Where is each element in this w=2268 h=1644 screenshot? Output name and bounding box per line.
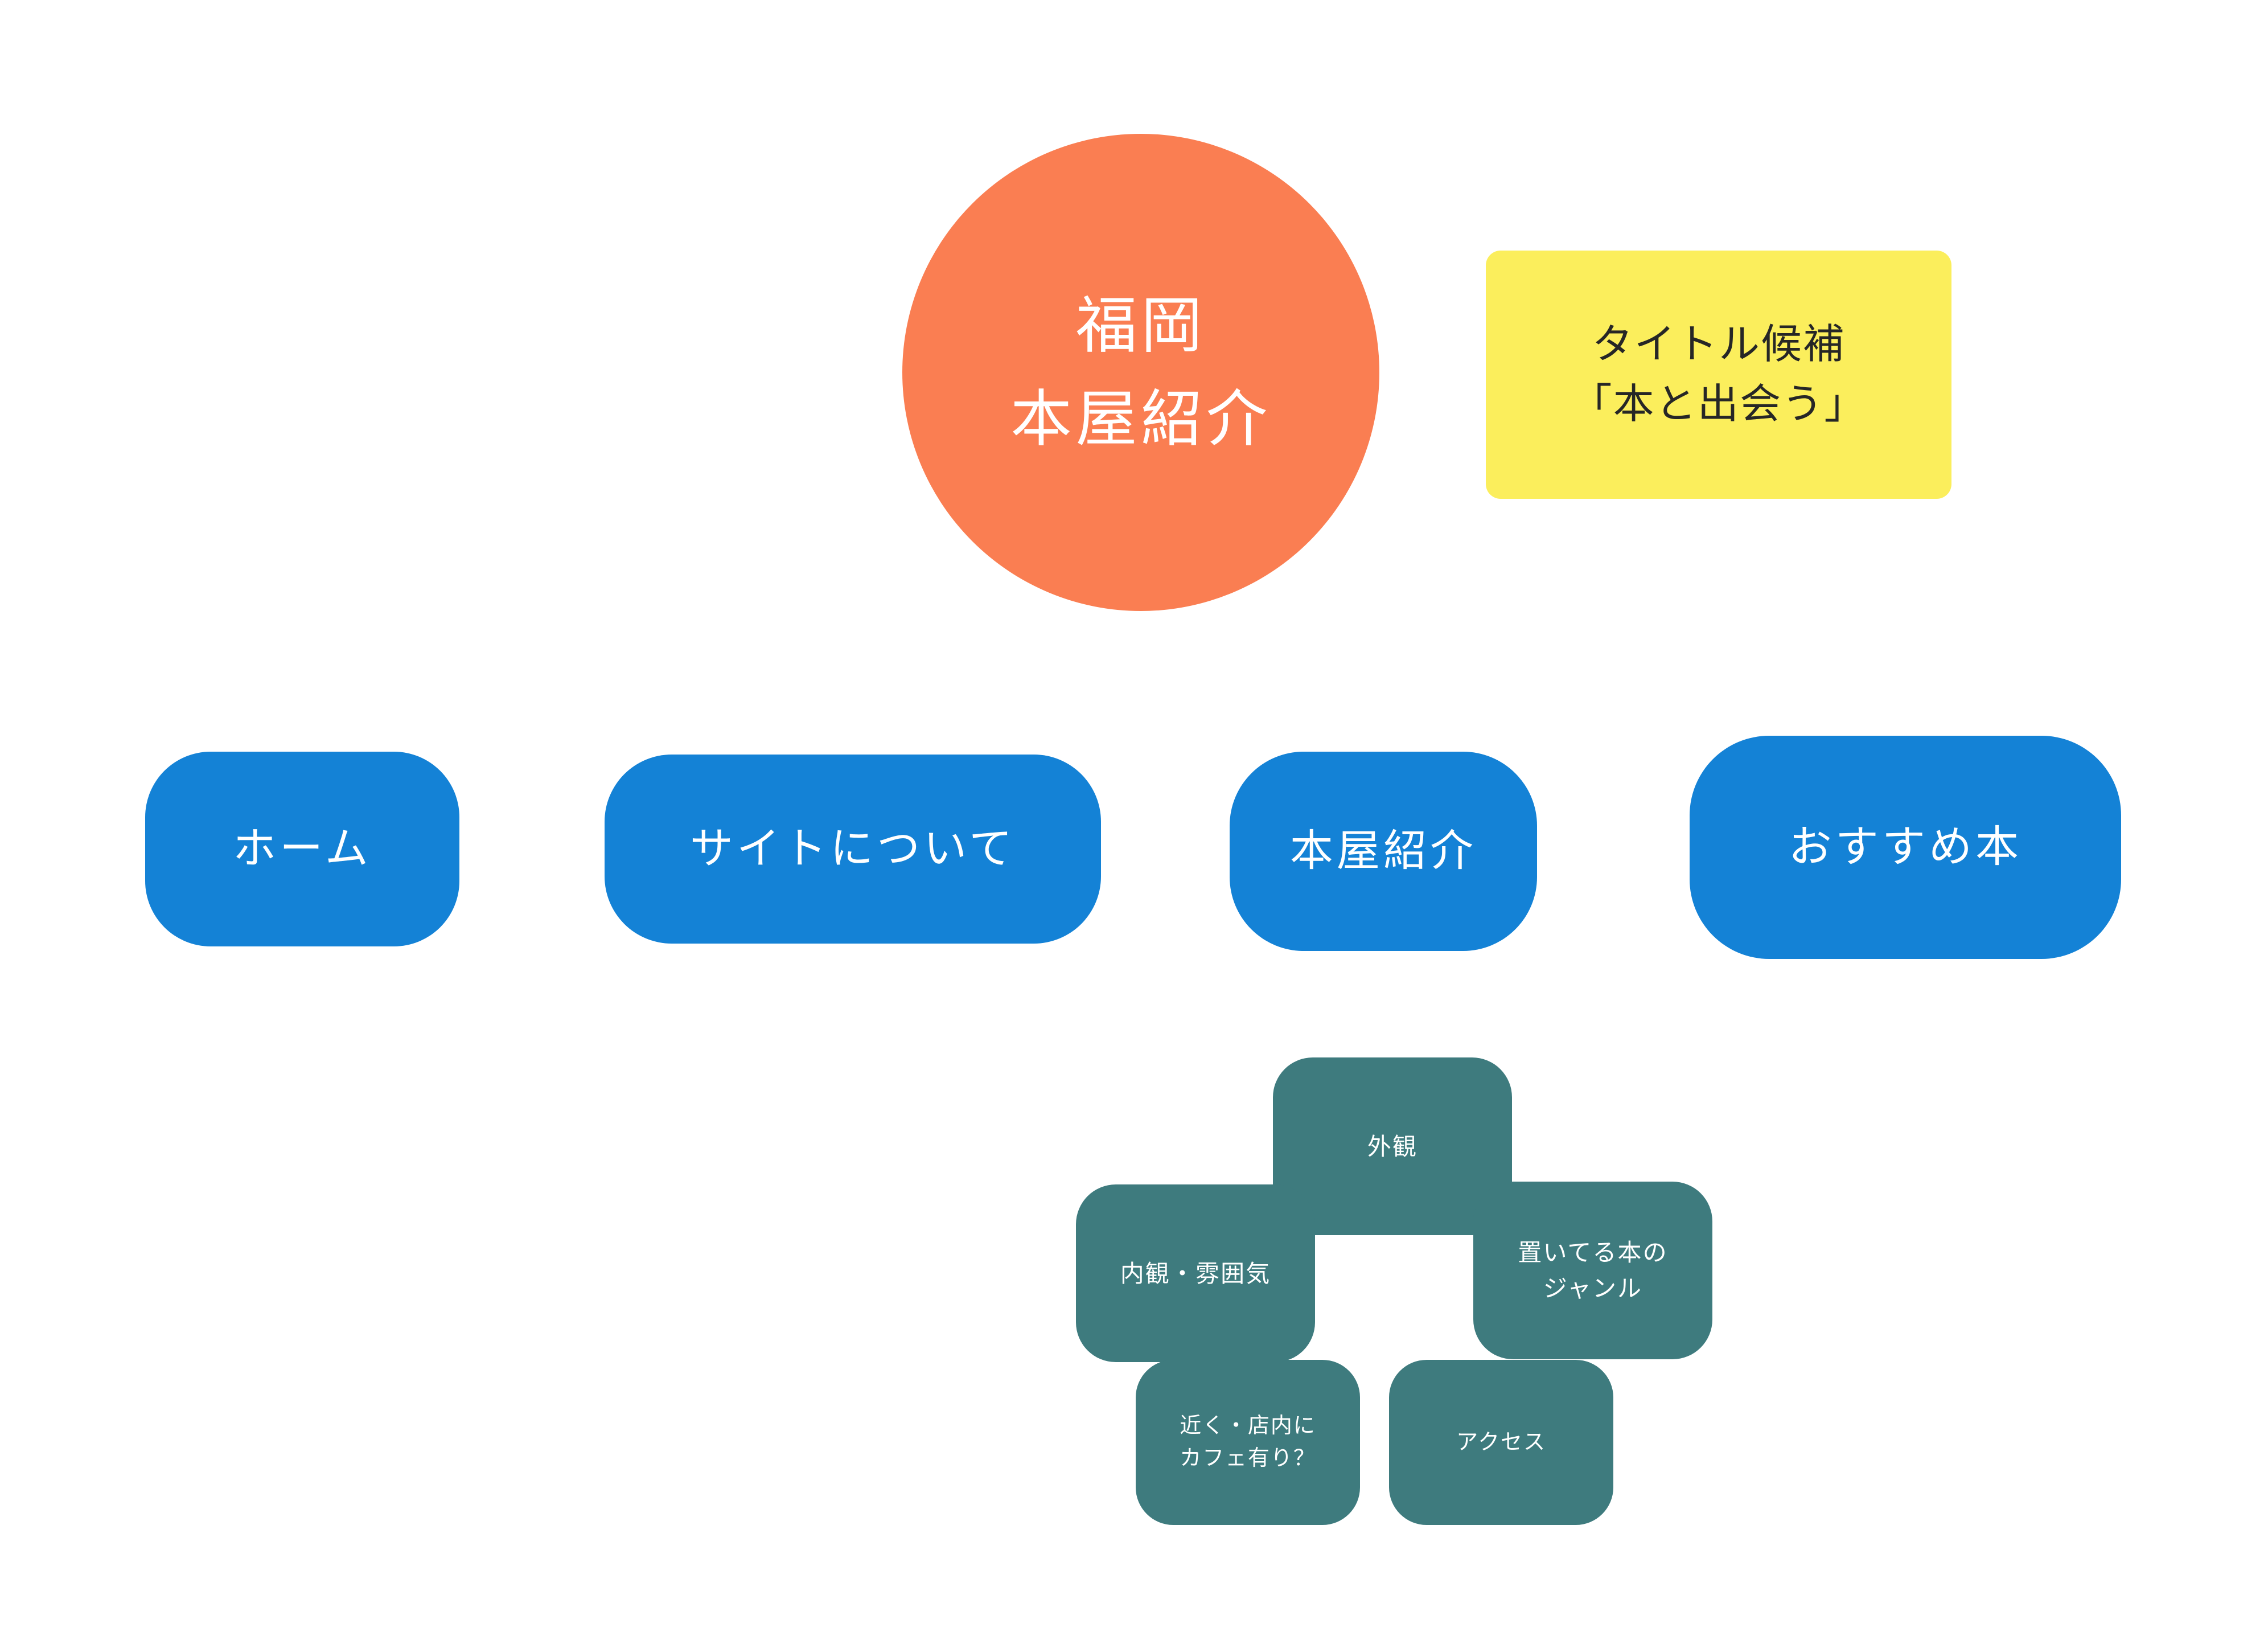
leaf-node-nearby-cafe[interactable]: 近く・店内に カフェ有り？ bbox=[1136, 1360, 1360, 1525]
sticky-note-label: タイトル候補 「本と出会う」 bbox=[1571, 321, 1867, 427]
leaf-node-interior-atmosphere[interactable]: 内観・雰囲気 bbox=[1076, 1184, 1315, 1362]
root-node-fukuoka-bookstore[interactable]: 福岡 本屋紹介 bbox=[902, 134, 1379, 611]
nav-node-recommended-books[interactable]: おすすめ本 bbox=[1690, 736, 2121, 959]
leaf-node-label: アクセス bbox=[1456, 1430, 1546, 1454]
leaf-node-label: 置いてる本の ジャンル bbox=[1518, 1239, 1668, 1302]
root-node-label: 福岡 本屋紹介 bbox=[1010, 290, 1271, 453]
nav-node-label: おすすめ本 bbox=[1788, 823, 2023, 872]
leaf-node-access[interactable]: アクセス bbox=[1389, 1360, 1613, 1525]
nav-node-home[interactable]: ホーム bbox=[145, 752, 459, 946]
leaf-node-label: 外観 bbox=[1367, 1133, 1418, 1160]
nav-node-bookstore-intro[interactable]: 本屋紹介 bbox=[1230, 752, 1537, 951]
leaf-node-exterior[interactable]: 外観 bbox=[1273, 1057, 1512, 1235]
leaf-node-label: 内観・雰囲気 bbox=[1120, 1260, 1271, 1287]
leaf-node-book-genres[interactable]: 置いてる本の ジャンル bbox=[1473, 1182, 1712, 1359]
nav-node-about-site[interactable]: サイトについて bbox=[605, 755, 1101, 944]
sticky-note-title-candidate[interactable]: タイトル候補 「本と出会う」 bbox=[1486, 251, 1951, 499]
nav-node-label: 本屋紹介 bbox=[1289, 827, 1477, 876]
nav-node-label: ホーム bbox=[233, 825, 372, 874]
nav-node-label: サイトについて bbox=[689, 825, 1016, 874]
leaf-node-label: 近く・店内に カフェ有り？ bbox=[1180, 1414, 1316, 1470]
